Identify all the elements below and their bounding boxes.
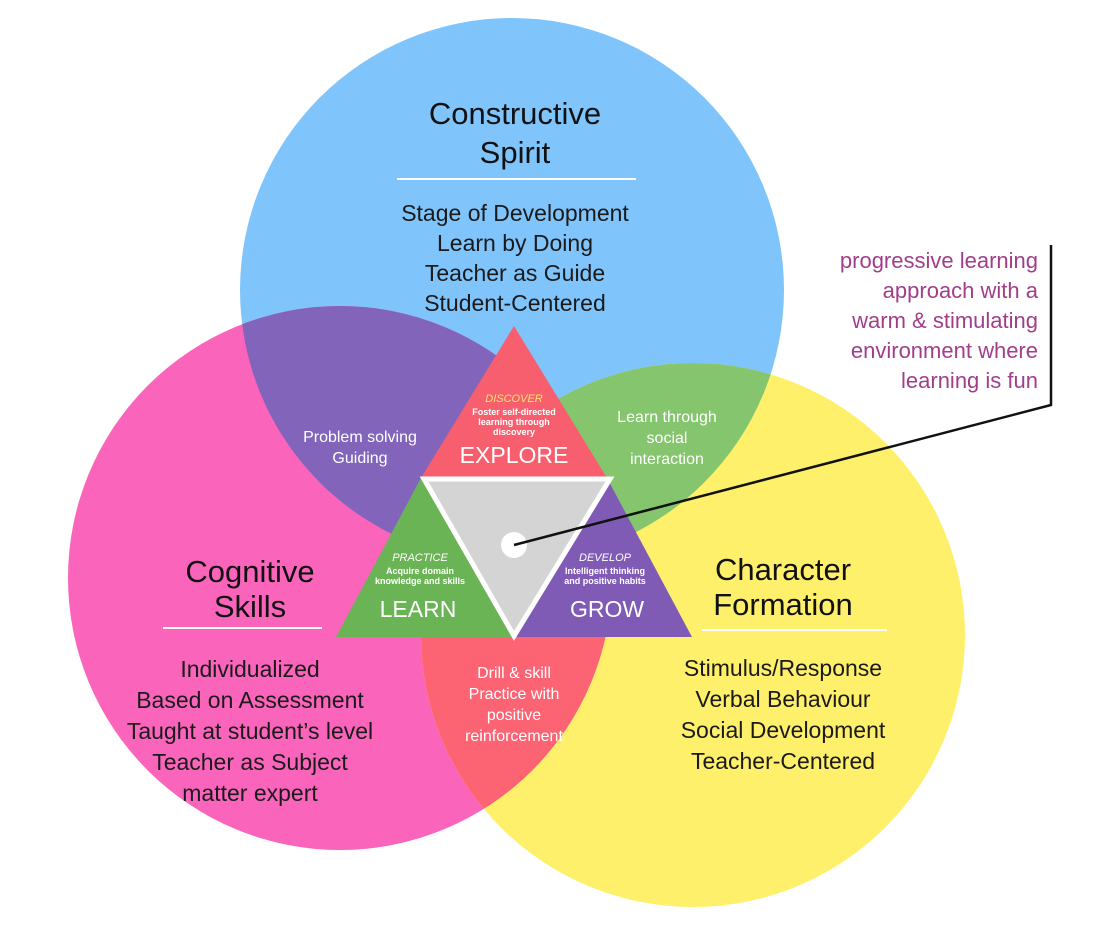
- character-title-line-2: Formation: [713, 587, 853, 622]
- character-title-line-1: Character: [715, 552, 851, 587]
- cognitive-item: Taught at student’s level: [127, 718, 373, 744]
- character-item: Teacher-Centered: [691, 748, 875, 774]
- overlap-cognitive-character-text: Drill & skill: [477, 665, 551, 682]
- learn-label: LEARN: [380, 596, 457, 622]
- callout-text: progressive learning: [840, 248, 1038, 273]
- callout-connector-line: [513, 245, 1053, 547]
- constructive-item: Learn by Doing: [437, 230, 593, 256]
- overlap-constructive-character-text: Learn through: [617, 409, 717, 426]
- cognitive-item: Based on Assessment: [136, 687, 364, 713]
- constructive-title-line-2: Spirit: [480, 135, 551, 170]
- grow-label: GROW: [570, 596, 644, 622]
- grow-verb: DEVELOP: [579, 552, 632, 564]
- constructive-item: Teacher as Guide: [425, 260, 605, 286]
- learn-verb: PRACTICE: [392, 552, 448, 564]
- constructive-item: Student-Centered: [424, 290, 606, 316]
- explore-desc: learning through: [478, 417, 550, 427]
- learn-desc: knowledge and skills: [375, 576, 465, 586]
- overlap-constructive-character-text: social: [647, 430, 688, 447]
- overlap-cognitive-character-text: positive: [487, 707, 541, 724]
- cognitive-item: Teacher as Subject: [152, 749, 348, 775]
- explore-desc: discovery: [493, 427, 535, 437]
- character-item: Verbal Behaviour: [695, 686, 871, 712]
- learn-desc: Acquire domain: [386, 566, 454, 576]
- constructive-title-line-1: Constructive: [429, 96, 601, 131]
- constructive-item: Stage of Development: [401, 200, 629, 226]
- character-item: Stimulus/Response: [684, 655, 882, 681]
- callout-text: environment where: [851, 338, 1038, 363]
- grow-desc: and positive habits: [564, 576, 646, 586]
- cognitive-title-line-2: Skills: [214, 589, 286, 624]
- callout-text: approach with a: [883, 278, 1039, 303]
- grow-desc: Intelligent thinking: [565, 566, 645, 576]
- callout-text: learning is fun: [901, 368, 1038, 393]
- explore-verb: DISCOVER: [485, 393, 543, 405]
- overlap-cognitive-character-text: Practice with: [469, 686, 560, 703]
- overlap-constructive-cognitive-text: Problem solving: [303, 429, 417, 446]
- explore-label: EXPLORE: [460, 442, 569, 468]
- character-item: Social Development: [681, 717, 886, 743]
- overlap-constructive-cognitive-text: Guiding: [332, 450, 387, 467]
- explore-desc: Foster self-directed: [472, 407, 556, 417]
- overlap-cognitive-character-text: reinforcement: [465, 728, 563, 745]
- cognitive-item: matter expert: [182, 780, 318, 806]
- triangle-grow: [514, 478, 692, 637]
- cognitive-title-line-1: Cognitive: [185, 554, 314, 589]
- cognitive-item: Individualized: [180, 656, 319, 682]
- callout-text: warm & stimulating: [851, 308, 1038, 333]
- triangle-explore: [421, 326, 607, 478]
- overlap-constructive-character-text: interaction: [630, 451, 704, 468]
- triangle-learn: [336, 478, 514, 637]
